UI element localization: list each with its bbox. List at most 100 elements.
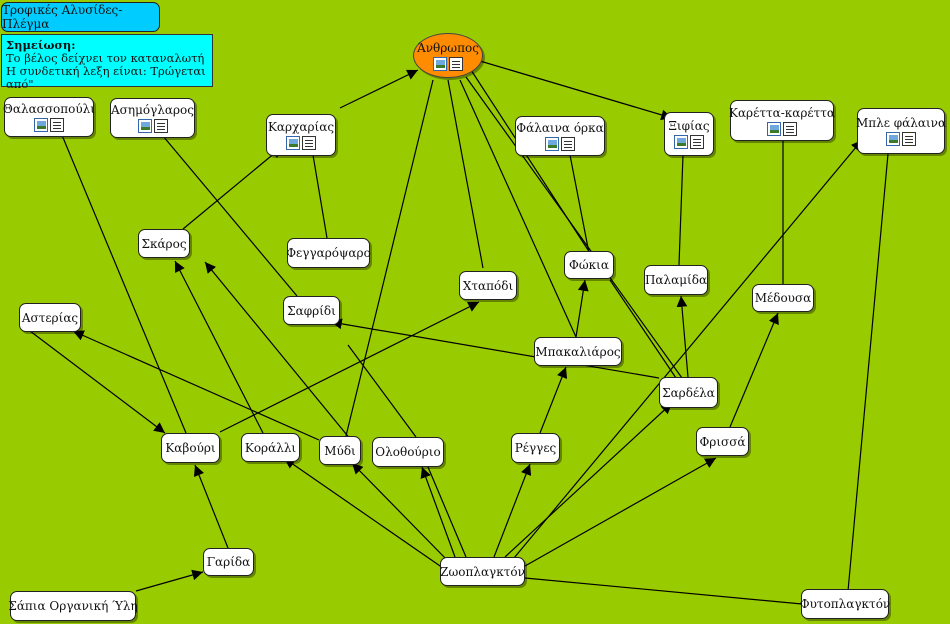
node-label: Φεγγαρόψαρο bbox=[286, 246, 371, 260]
link-garida-kavouri bbox=[193, 464, 229, 549]
node-thalassopouli[interactable]: Θαλασσοπούλι bbox=[3, 97, 95, 137]
link-mydi-asterias bbox=[72, 330, 320, 441]
node-medousa[interactable]: Μέδουσα bbox=[752, 284, 814, 312]
link-skaros-karcharias bbox=[182, 146, 283, 230]
link-zooplankton-olothourio bbox=[420, 466, 456, 558]
node-bakaliaros[interactable]: Μπακαλιάρος bbox=[534, 337, 622, 366]
link-zooplankton-sardela bbox=[504, 402, 673, 558]
node-zooplankton[interactable]: Ζωοπλαγκτόν bbox=[440, 557, 525, 586]
node-karetta[interactable]: Καρέττα-καρέττα bbox=[729, 100, 835, 141]
node-mydi[interactable]: Μύδι bbox=[319, 436, 361, 465]
node-falaina-orka[interactable]: Φάλαινα όρκα bbox=[515, 116, 605, 156]
node-karcharias[interactable]: Καρχαρίας bbox=[266, 114, 336, 156]
node-label: Ασημόγλαρος bbox=[111, 103, 194, 117]
node-label: Καρχαρίας bbox=[267, 120, 335, 134]
link-zooplankton-koralli bbox=[283, 457, 444, 569]
link-zooplankton-regges bbox=[493, 463, 532, 558]
document-icon[interactable] bbox=[153, 119, 168, 133]
node-asterias[interactable]: Αστερίας bbox=[19, 303, 81, 332]
link-sardela-fokia bbox=[609, 279, 677, 379]
document-icon[interactable] bbox=[449, 56, 463, 71]
document-icon[interactable] bbox=[50, 118, 64, 132]
node-asimoglaros[interactable]: Ασημόγλαρος bbox=[110, 98, 195, 138]
node-safridi[interactable]: Σαφρίδι bbox=[283, 296, 340, 325]
note-box: Σημείωση: Το βέλος δείχνει τον καταναλωτ… bbox=[1, 34, 213, 91]
link-zooplankton-mydi bbox=[351, 462, 449, 562]
link-koralli-skaros bbox=[174, 260, 264, 434]
node-sardela[interactable]: Σαρδέλα bbox=[659, 377, 718, 408]
node-mple-falaina[interactable]: Μπλε φάλαινα bbox=[855, 108, 947, 154]
node-label: Φώκια bbox=[569, 258, 609, 272]
link-frissa-medousa bbox=[729, 312, 779, 428]
image-icon[interactable] bbox=[886, 132, 900, 146]
link-fokia-human bbox=[470, 69, 591, 254]
node-fokia[interactable]: Φώκια bbox=[564, 251, 614, 279]
note-line-2: Η συνδετική λεξη είναι: Τρώγεται από" bbox=[6, 64, 206, 91]
node-label: Χταπόδι bbox=[462, 278, 514, 293]
image-icon[interactable] bbox=[137, 119, 152, 133]
node-label: Θαλασσοπούλι bbox=[3, 102, 95, 116]
node-kavouri[interactable]: Καβούρι bbox=[161, 433, 220, 463]
node-garida[interactable]: Γαρίδα bbox=[203, 548, 254, 576]
document-icon[interactable] bbox=[783, 121, 797, 136]
link-feggarpsaro-karcharias bbox=[312, 154, 328, 239]
link-asterias-kavouri bbox=[29, 330, 166, 434]
node-olothourio[interactable]: Ολοθούριο bbox=[372, 437, 444, 467]
node-xifias[interactable]: Ξιφίας bbox=[664, 112, 714, 156]
node-label: Σαρδέλα bbox=[662, 385, 715, 400]
image-icon[interactable] bbox=[674, 135, 688, 149]
link-fytoplankton-mple bbox=[847, 153, 889, 592]
image-icon[interactable] bbox=[286, 136, 300, 150]
node-label: Γαρίδα bbox=[206, 555, 251, 569]
node-chtapodi[interactable]: Χταπόδι bbox=[459, 271, 517, 300]
map-title: Τροφικές Αλυσίδες- Πλέγμα bbox=[1, 2, 160, 32]
node-human[interactable]: Άνθρωπος bbox=[413, 33, 483, 78]
node-feggarpsaro[interactable]: Φεγγαρόψαρο bbox=[286, 238, 371, 268]
link-feggarpsaro-olothourio bbox=[347, 344, 417, 438]
link-zooplankton-mple bbox=[513, 139, 863, 559]
link-zooplankton-fytoplankton bbox=[524, 577, 803, 605]
document-icon[interactable] bbox=[902, 132, 916, 146]
link-bakaliaros-fokia bbox=[575, 279, 589, 338]
node-label: Μπακαλιάρος bbox=[535, 344, 621, 359]
node-label: Παλαμίδα bbox=[644, 273, 708, 287]
node-skaros[interactable]: Σκάρος bbox=[138, 229, 190, 258]
link-fokia-orka bbox=[569, 154, 590, 254]
document-icon[interactable] bbox=[690, 135, 704, 149]
node-label: Ξιφίας bbox=[668, 119, 710, 133]
node-koralli[interactable]: Κοράλλι bbox=[241, 433, 300, 462]
node-label: Σκάρος bbox=[141, 236, 187, 251]
node-label: Φάλαινα όρκα bbox=[516, 121, 604, 135]
link-kavouri-chtapodi bbox=[219, 301, 480, 433]
link-xifias-human bbox=[479, 60, 673, 121]
image-icon[interactable] bbox=[433, 56, 447, 71]
document-icon[interactable] bbox=[561, 137, 575, 151]
node-fytoplankton[interactable]: Φυτοπλαγκτόν bbox=[800, 589, 890, 619]
node-label: Άνθρωπος bbox=[417, 40, 479, 55]
node-regges[interactable]: Ρέγγες bbox=[511, 433, 560, 463]
node-label: Ζωοπλαγκτόν bbox=[440, 564, 525, 579]
link-zooplankton-frissa bbox=[524, 457, 717, 567]
link-kavouri-thalassopouli bbox=[53, 115, 187, 434]
node-frissa[interactable]: Φρισσά bbox=[696, 427, 749, 456]
link-palamida-xifias bbox=[678, 154, 684, 266]
node-label: Ρέγγες bbox=[514, 441, 557, 455]
image-icon[interactable] bbox=[767, 121, 781, 136]
node-label: Μέδουσα bbox=[754, 291, 812, 305]
link-zooplankton-olothourio-2 bbox=[427, 466, 467, 558]
document-icon[interactable] bbox=[302, 136, 316, 150]
node-label: Σάπια Οργανική Ύλη bbox=[8, 599, 138, 613]
node-label: Καβούρι bbox=[165, 441, 216, 455]
node-label: Κοράλλι bbox=[244, 440, 297, 455]
image-icon[interactable] bbox=[545, 137, 559, 151]
node-palamida[interactable]: Παλαμίδα bbox=[644, 265, 708, 295]
link-sardela-palamida bbox=[676, 295, 689, 378]
node-label: Μπλε φάλαινα bbox=[855, 116, 947, 130]
note-line-1: Το βέλος δείχνει τον καταναλωτή bbox=[6, 51, 205, 65]
node-sapia-organiki-yli[interactable]: Σάπια Οργανική Ύλη bbox=[8, 591, 138, 621]
node-label: Ολοθούριο bbox=[375, 445, 441, 459]
image-icon[interactable] bbox=[34, 118, 48, 132]
node-label: Μύδι bbox=[324, 443, 356, 458]
node-label: Φρισσά bbox=[699, 434, 746, 449]
